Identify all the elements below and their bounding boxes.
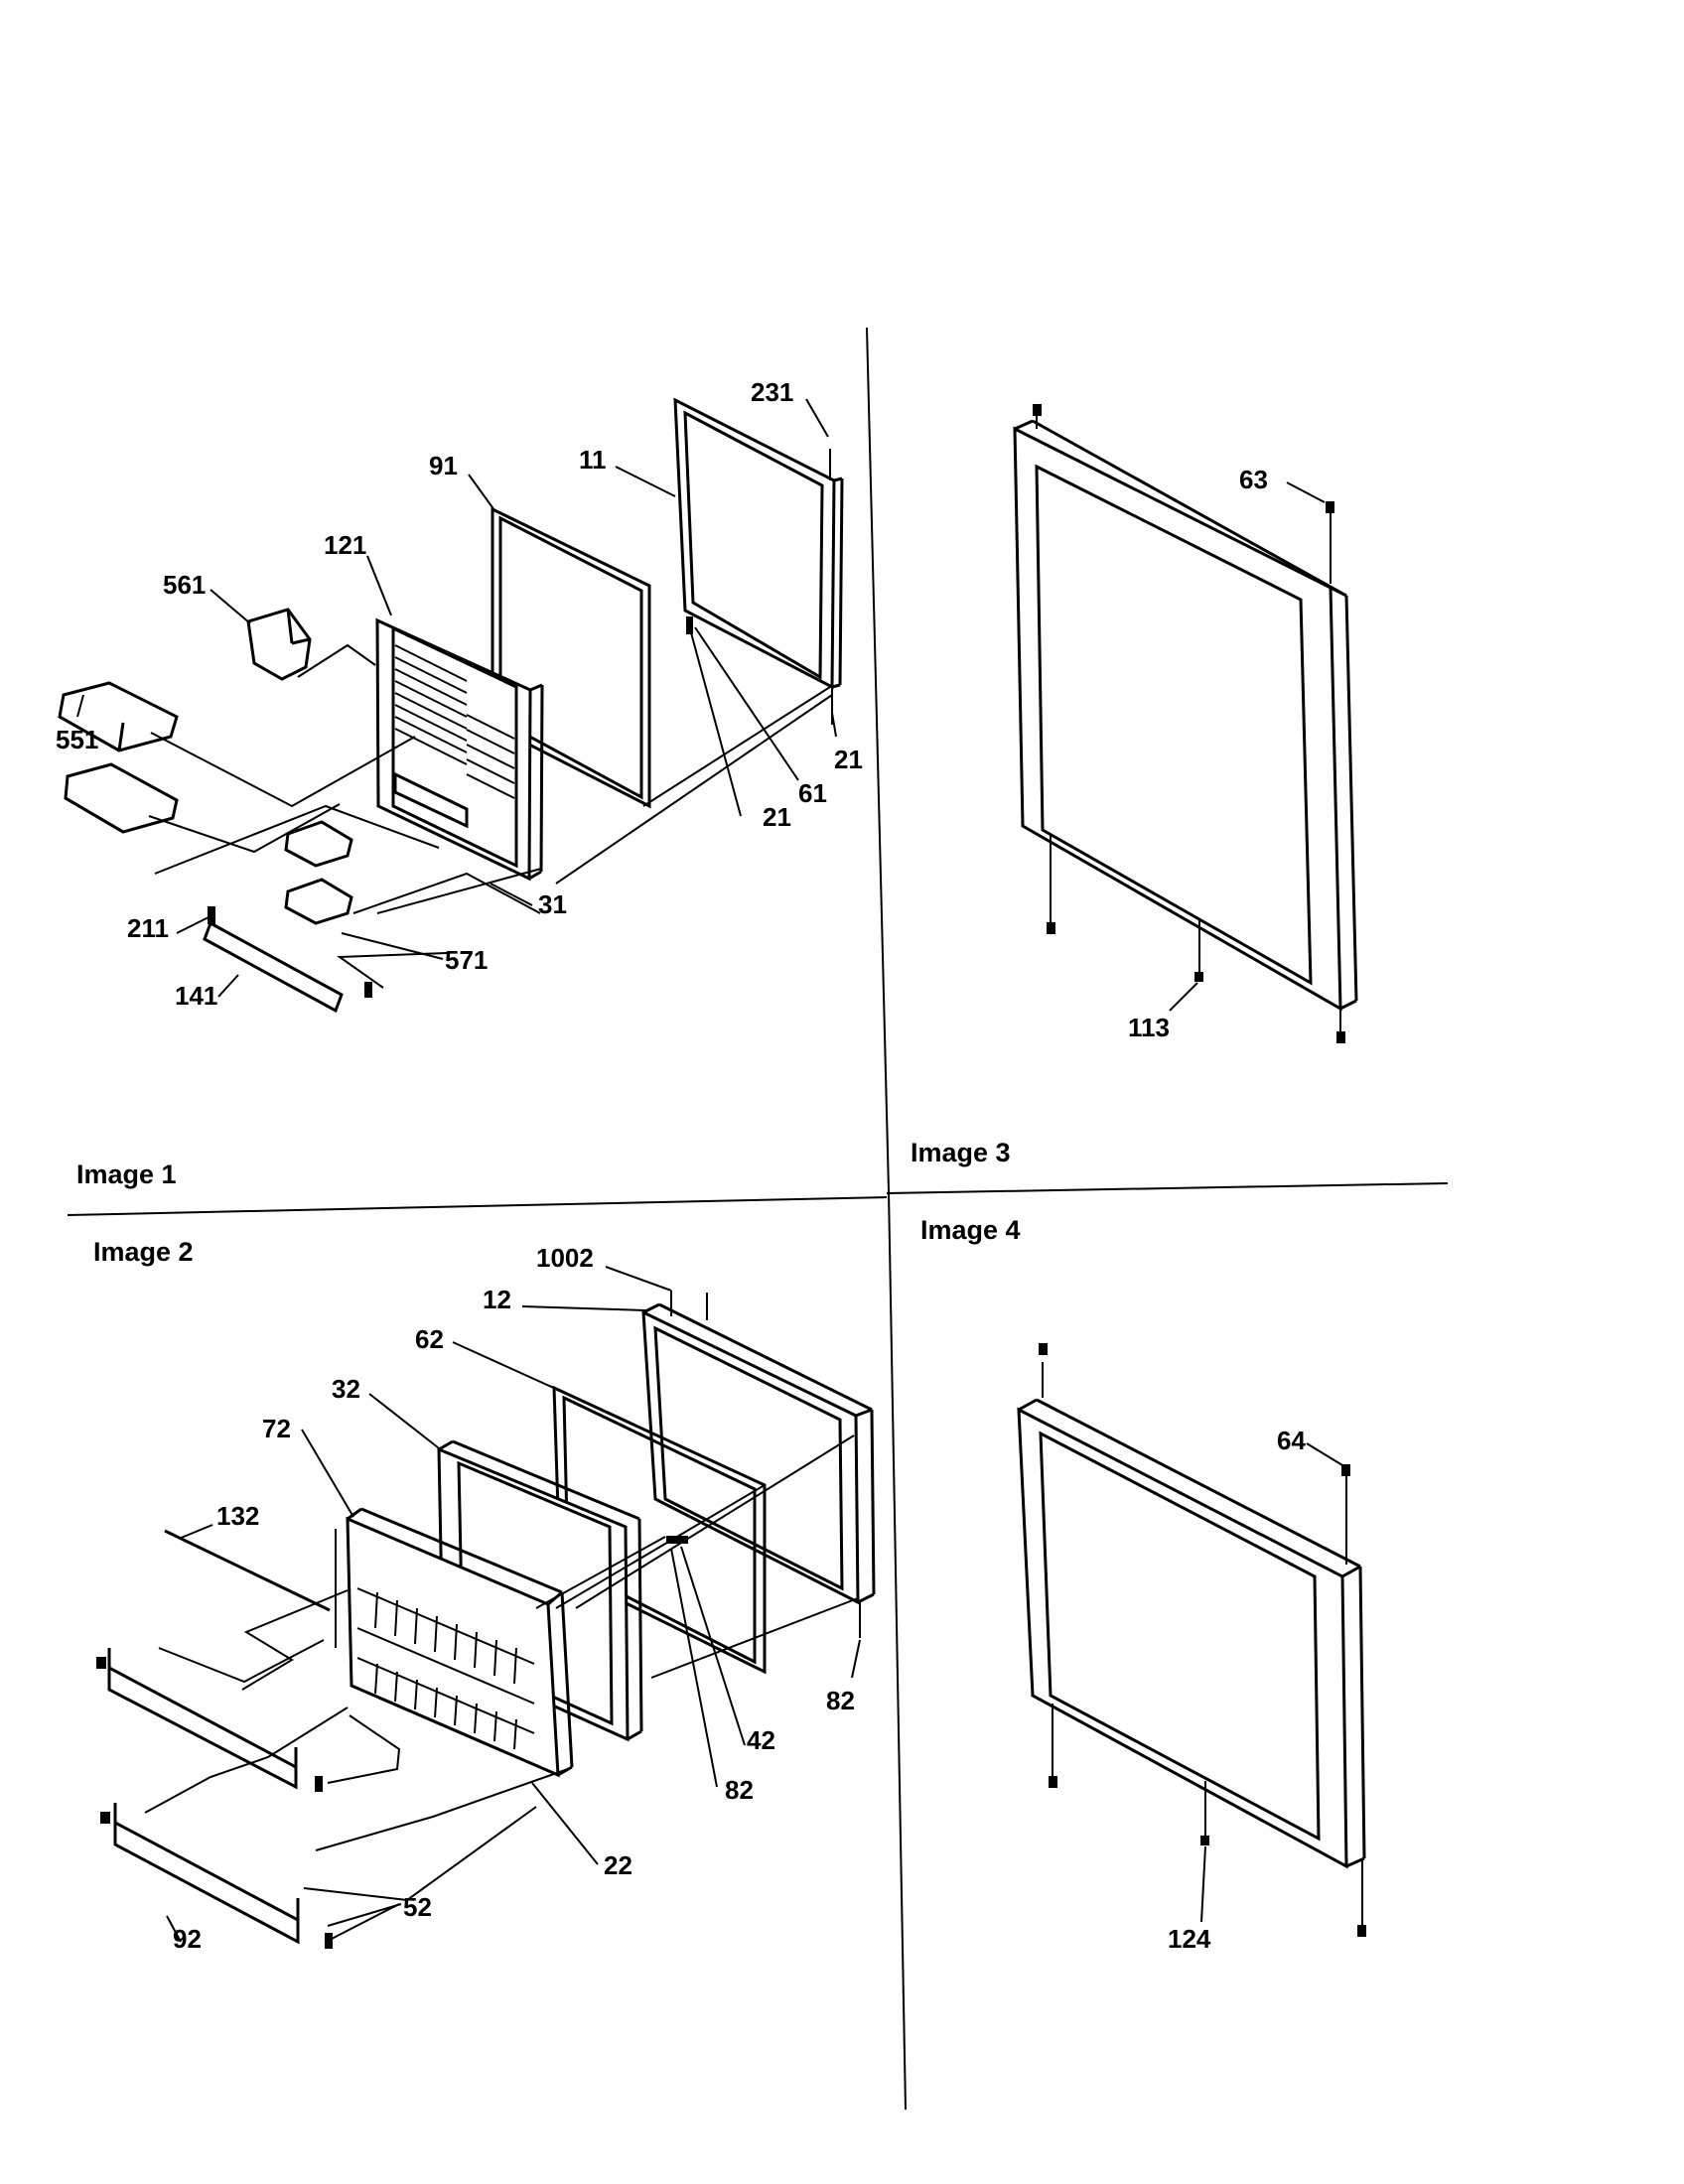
image2-leaders [166, 1266, 861, 1943]
image1-assembly-lines [148, 643, 833, 989]
panel-title-image3: Image 3 [911, 1138, 1011, 1167]
callout-231: 231 [751, 377, 793, 407]
shelf-rail-141 [203, 906, 372, 1014]
callout-12: 12 [483, 1285, 511, 1314]
callout-82-lower: 82 [725, 1775, 754, 1805]
panel-dividers [67, 327, 1449, 2111]
liner-shelf-ribs [394, 644, 515, 799]
callout-42: 42 [747, 1725, 775, 1755]
callout-32: 32 [332, 1374, 360, 1404]
butter-door-561 [246, 608, 312, 681]
shelf-rod-132 [164, 1529, 331, 1612]
callout-64: 64 [1277, 1426, 1306, 1455]
panel-title-image4: Image 4 [920, 1215, 1021, 1245]
callout-31: 31 [538, 889, 567, 919]
image2-assembly-lines [144, 1434, 859, 1902]
callout-121: 121 [324, 530, 366, 560]
callout-124: 124 [1168, 1924, 1211, 1954]
image1-assembly: 231 91 11 121 561 551 21 61 21 31 211 57… [56, 377, 863, 1014]
image3-frame: 63 113 [1013, 404, 1358, 1043]
callout-561: 561 [163, 570, 206, 600]
door-liner-72 [335, 1507, 574, 1778]
small-bin-571-upper [284, 820, 353, 868]
image4-frame: 64 124 [1017, 1343, 1366, 1954]
callout-52: 52 [403, 1892, 432, 1922]
callout-11: 11 [579, 445, 607, 475]
callout-72: 72 [262, 1414, 291, 1443]
image1-leaders [76, 398, 837, 998]
door-liner-121 [375, 617, 544, 882]
outer-door-panel-12 [641, 1291, 876, 1638]
callout-141: 141 [175, 981, 217, 1011]
liner-grille [356, 1587, 535, 1750]
outer-door-panel-11 [673, 397, 844, 725]
callout-132: 132 [216, 1501, 259, 1531]
door-bin-551-lower [64, 762, 179, 834]
callout-82-right: 82 [826, 1686, 855, 1715]
callout-92: 92 [173, 1924, 202, 1954]
callout-211: 211 [127, 913, 169, 943]
door-gasket-91 [491, 506, 651, 809]
panel-title-image2: Image 2 [93, 1237, 194, 1267]
callout-571: 571 [445, 945, 488, 975]
callout-551: 551 [56, 725, 98, 754]
callout-63: 63 [1239, 465, 1268, 494]
door-bin-551-upper [58, 681, 179, 752]
door-shelf-upper [96, 1648, 323, 1792]
small-bin-571-lower [284, 878, 353, 925]
callout-21-right: 21 [763, 802, 791, 832]
callout-22: 22 [604, 1850, 632, 1880]
door-shelf-92 [100, 1803, 333, 1949]
callout-1002: 1002 [536, 1243, 594, 1273]
callout-91: 91 [429, 451, 458, 480]
image2-assembly: 1002 12 62 32 72 132 82 42 82 22 52 92 [96, 1243, 876, 1954]
callout-62: 62 [415, 1324, 444, 1354]
callout-21-top: 21 [834, 745, 863, 774]
panel-title-image1: Image 1 [76, 1160, 177, 1189]
callout-61: 61 [798, 778, 827, 808]
callout-113: 113 [1128, 1013, 1170, 1042]
